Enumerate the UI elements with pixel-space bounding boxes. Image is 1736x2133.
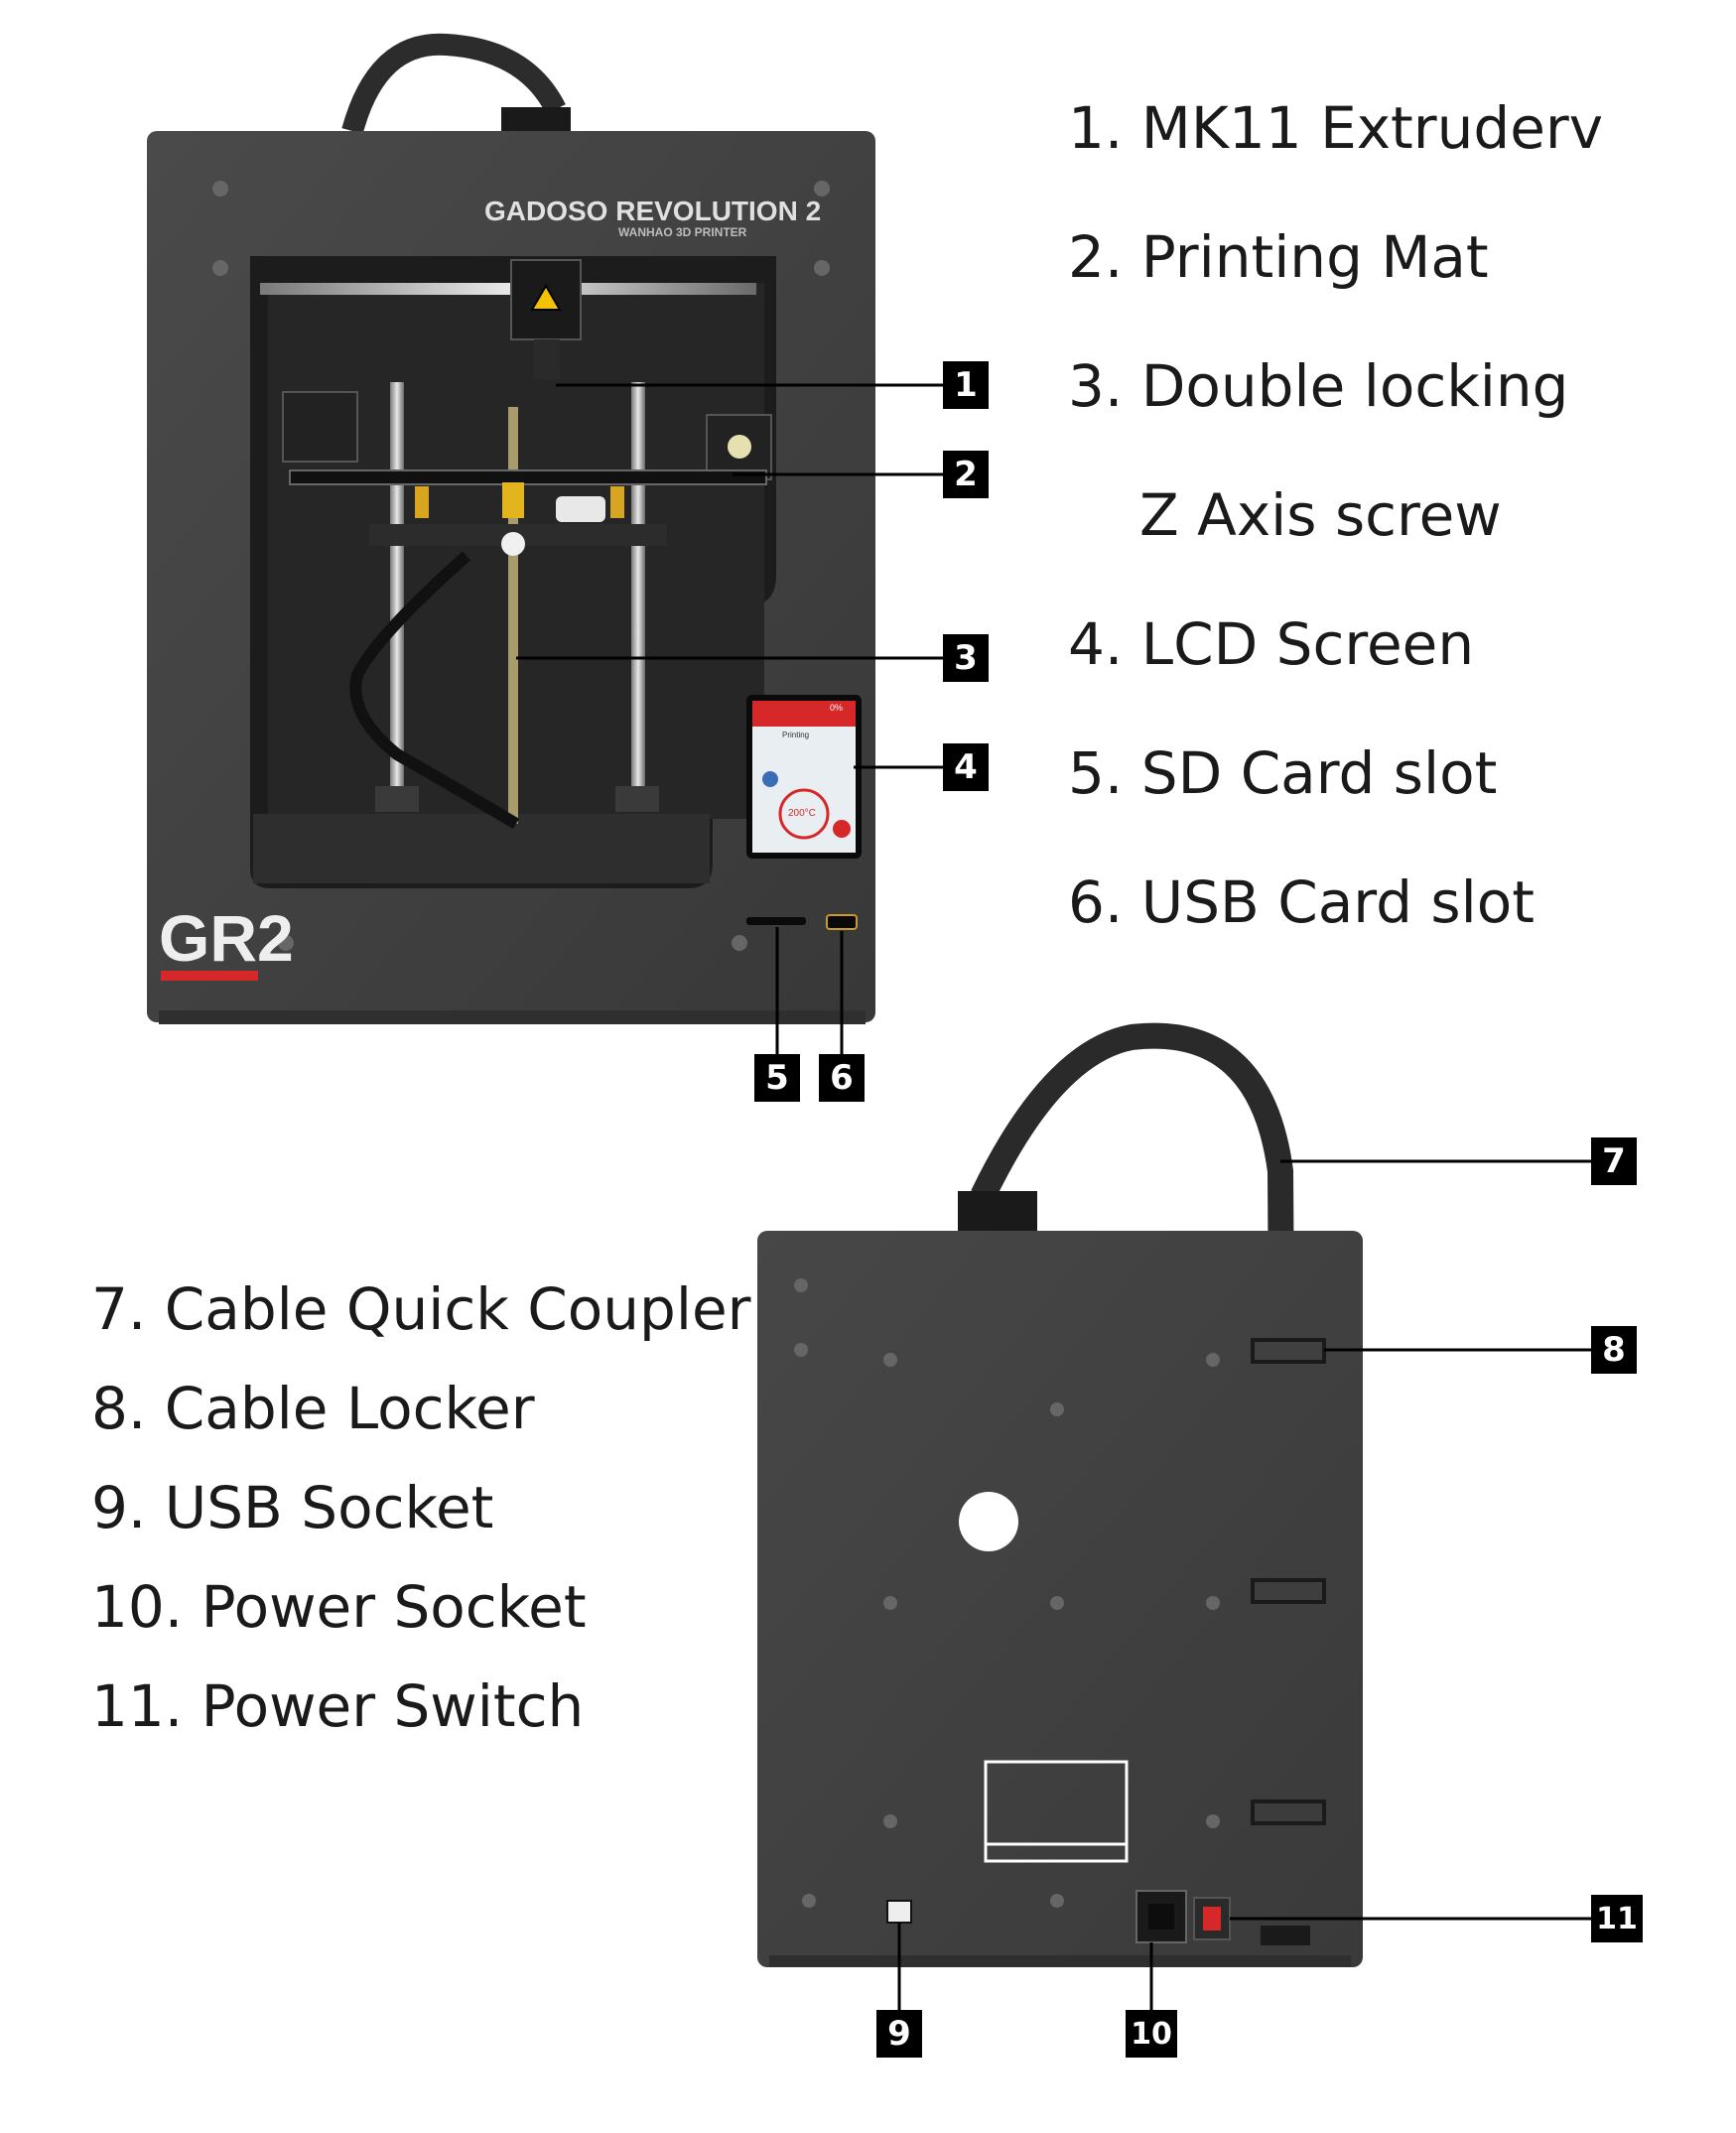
callout-9: 9 — [876, 2010, 922, 2058]
lcd-button — [833, 820, 851, 838]
center-nut — [501, 532, 525, 556]
back-screw — [1050, 1402, 1064, 1416]
front-printer — [147, 33, 943, 1054]
front-screw — [278, 935, 294, 951]
front-screw — [814, 260, 830, 276]
label-power-switch: 11. Power Switch — [91, 1672, 585, 1740]
back-screw — [883, 1596, 897, 1610]
back-screw — [1050, 1894, 1064, 1908]
back-base-strip — [769, 1955, 1351, 1967]
lcd-header — [752, 701, 856, 727]
cable-locker — [1251, 1578, 1326, 1604]
logo-underline — [161, 971, 258, 981]
callout-5: 5 — [754, 1054, 800, 1102]
brand-subtitle: WANHAO 3D PRINTER — [618, 225, 747, 239]
lcd-status: Printing — [782, 731, 809, 739]
callout-1: 1 — [943, 361, 989, 409]
right-stepper-label — [728, 435, 751, 459]
left-stepper-motor — [282, 391, 358, 463]
power-switch-rocker — [1203, 1907, 1221, 1931]
label-usb-card-slot: 6. USB Card slot — [1068, 868, 1535, 936]
front-screw — [212, 260, 228, 276]
label-printing-mat: 2. Printing Mat — [1068, 223, 1489, 291]
back-screw — [883, 1353, 897, 1367]
label-lcd-screen: 4. LCD Screen — [1068, 610, 1475, 678]
label-cable-locker: 8. Cable Locker — [91, 1375, 535, 1442]
callout-8: 8 — [1591, 1326, 1637, 1374]
callout-2: 2 — [943, 451, 989, 498]
back-top-cable — [971, 1022, 1298, 1946]
brand-title: GADOSO REVOLUTION 2 — [484, 196, 821, 226]
inner-cable — [349, 551, 520, 830]
front-base-strip — [159, 1010, 866, 1024]
front-screw — [212, 181, 228, 197]
callout-10: 10 — [1126, 2010, 1177, 2058]
back-cable-end — [1261, 1926, 1310, 1945]
bed-spring-center — [502, 482, 524, 518]
back-screw — [1206, 1596, 1220, 1610]
logo: GR2 — [159, 901, 294, 975]
bed-spring-left — [415, 486, 429, 518]
usb-socket-icon — [886, 1900, 912, 1924]
power-switch-icon — [1193, 1897, 1231, 1940]
label-usb-socket: 9. USB Socket — [91, 1474, 494, 1541]
back-screw — [1050, 1596, 1064, 1610]
front-top-cable — [341, 33, 566, 135]
label-cable-quick-coupler: 7. Cable Quick Coupler — [91, 1275, 751, 1343]
callout-6: 6 — [819, 1054, 865, 1102]
front-cable-connector — [501, 107, 571, 133]
front-screw — [732, 935, 747, 951]
back-label-panel — [984, 1760, 1129, 1863]
lcd-percent: 0% — [830, 703, 843, 713]
power-socket-inner — [1148, 1904, 1174, 1930]
right-stepper-motor — [706, 414, 772, 480]
callout-7: 7 — [1591, 1137, 1637, 1185]
right-guide-rod — [631, 382, 645, 809]
label-extruder: 1. MK11 Extruderv — [1068, 94, 1604, 162]
warning-icon — [530, 284, 562, 311]
back-vent-hole — [959, 1492, 1018, 1551]
sd-card-slot — [746, 917, 806, 925]
front-interior-floor — [253, 814, 710, 883]
label-double-locking: 3. Double locking — [1068, 352, 1569, 420]
back-screw — [794, 1343, 808, 1357]
left-guide-rod — [390, 382, 404, 809]
back-screw — [883, 1814, 897, 1828]
front-screw — [814, 181, 830, 197]
usb-card-slot — [826, 914, 858, 930]
lcd-temp-dial — [778, 788, 830, 840]
back-screw — [794, 1278, 808, 1292]
printing-mat — [289, 469, 767, 485]
lcd-button — [762, 771, 778, 787]
label-power-socket: 10. Power Socket — [91, 1573, 587, 1641]
x-axis-rod — [260, 283, 756, 295]
back-screw — [1206, 1353, 1220, 1367]
label-sd-card-slot: 5. SD Card slot — [1068, 739, 1498, 807]
label-z-axis-screw: Z Axis screw — [1139, 481, 1502, 549]
cable-locker — [1251, 1800, 1326, 1825]
callout-3: 3 — [943, 634, 989, 682]
back-screw — [1206, 1814, 1220, 1828]
right-rod-base — [615, 786, 659, 812]
back-screw — [802, 1894, 816, 1908]
callout-11: 11 — [1591, 1895, 1643, 1942]
z-axis-screw — [508, 407, 518, 824]
left-rod-base — [375, 786, 419, 812]
bed-white-part — [556, 496, 605, 522]
callout-4: 4 — [943, 743, 989, 791]
extruder-nozzle — [534, 339, 560, 379]
back-cable-coupler — [958, 1191, 1037, 1231]
bed-spring-right — [610, 486, 624, 518]
lcd-temp: 200°C — [788, 808, 816, 819]
back-printer — [757, 1022, 1591, 2010]
